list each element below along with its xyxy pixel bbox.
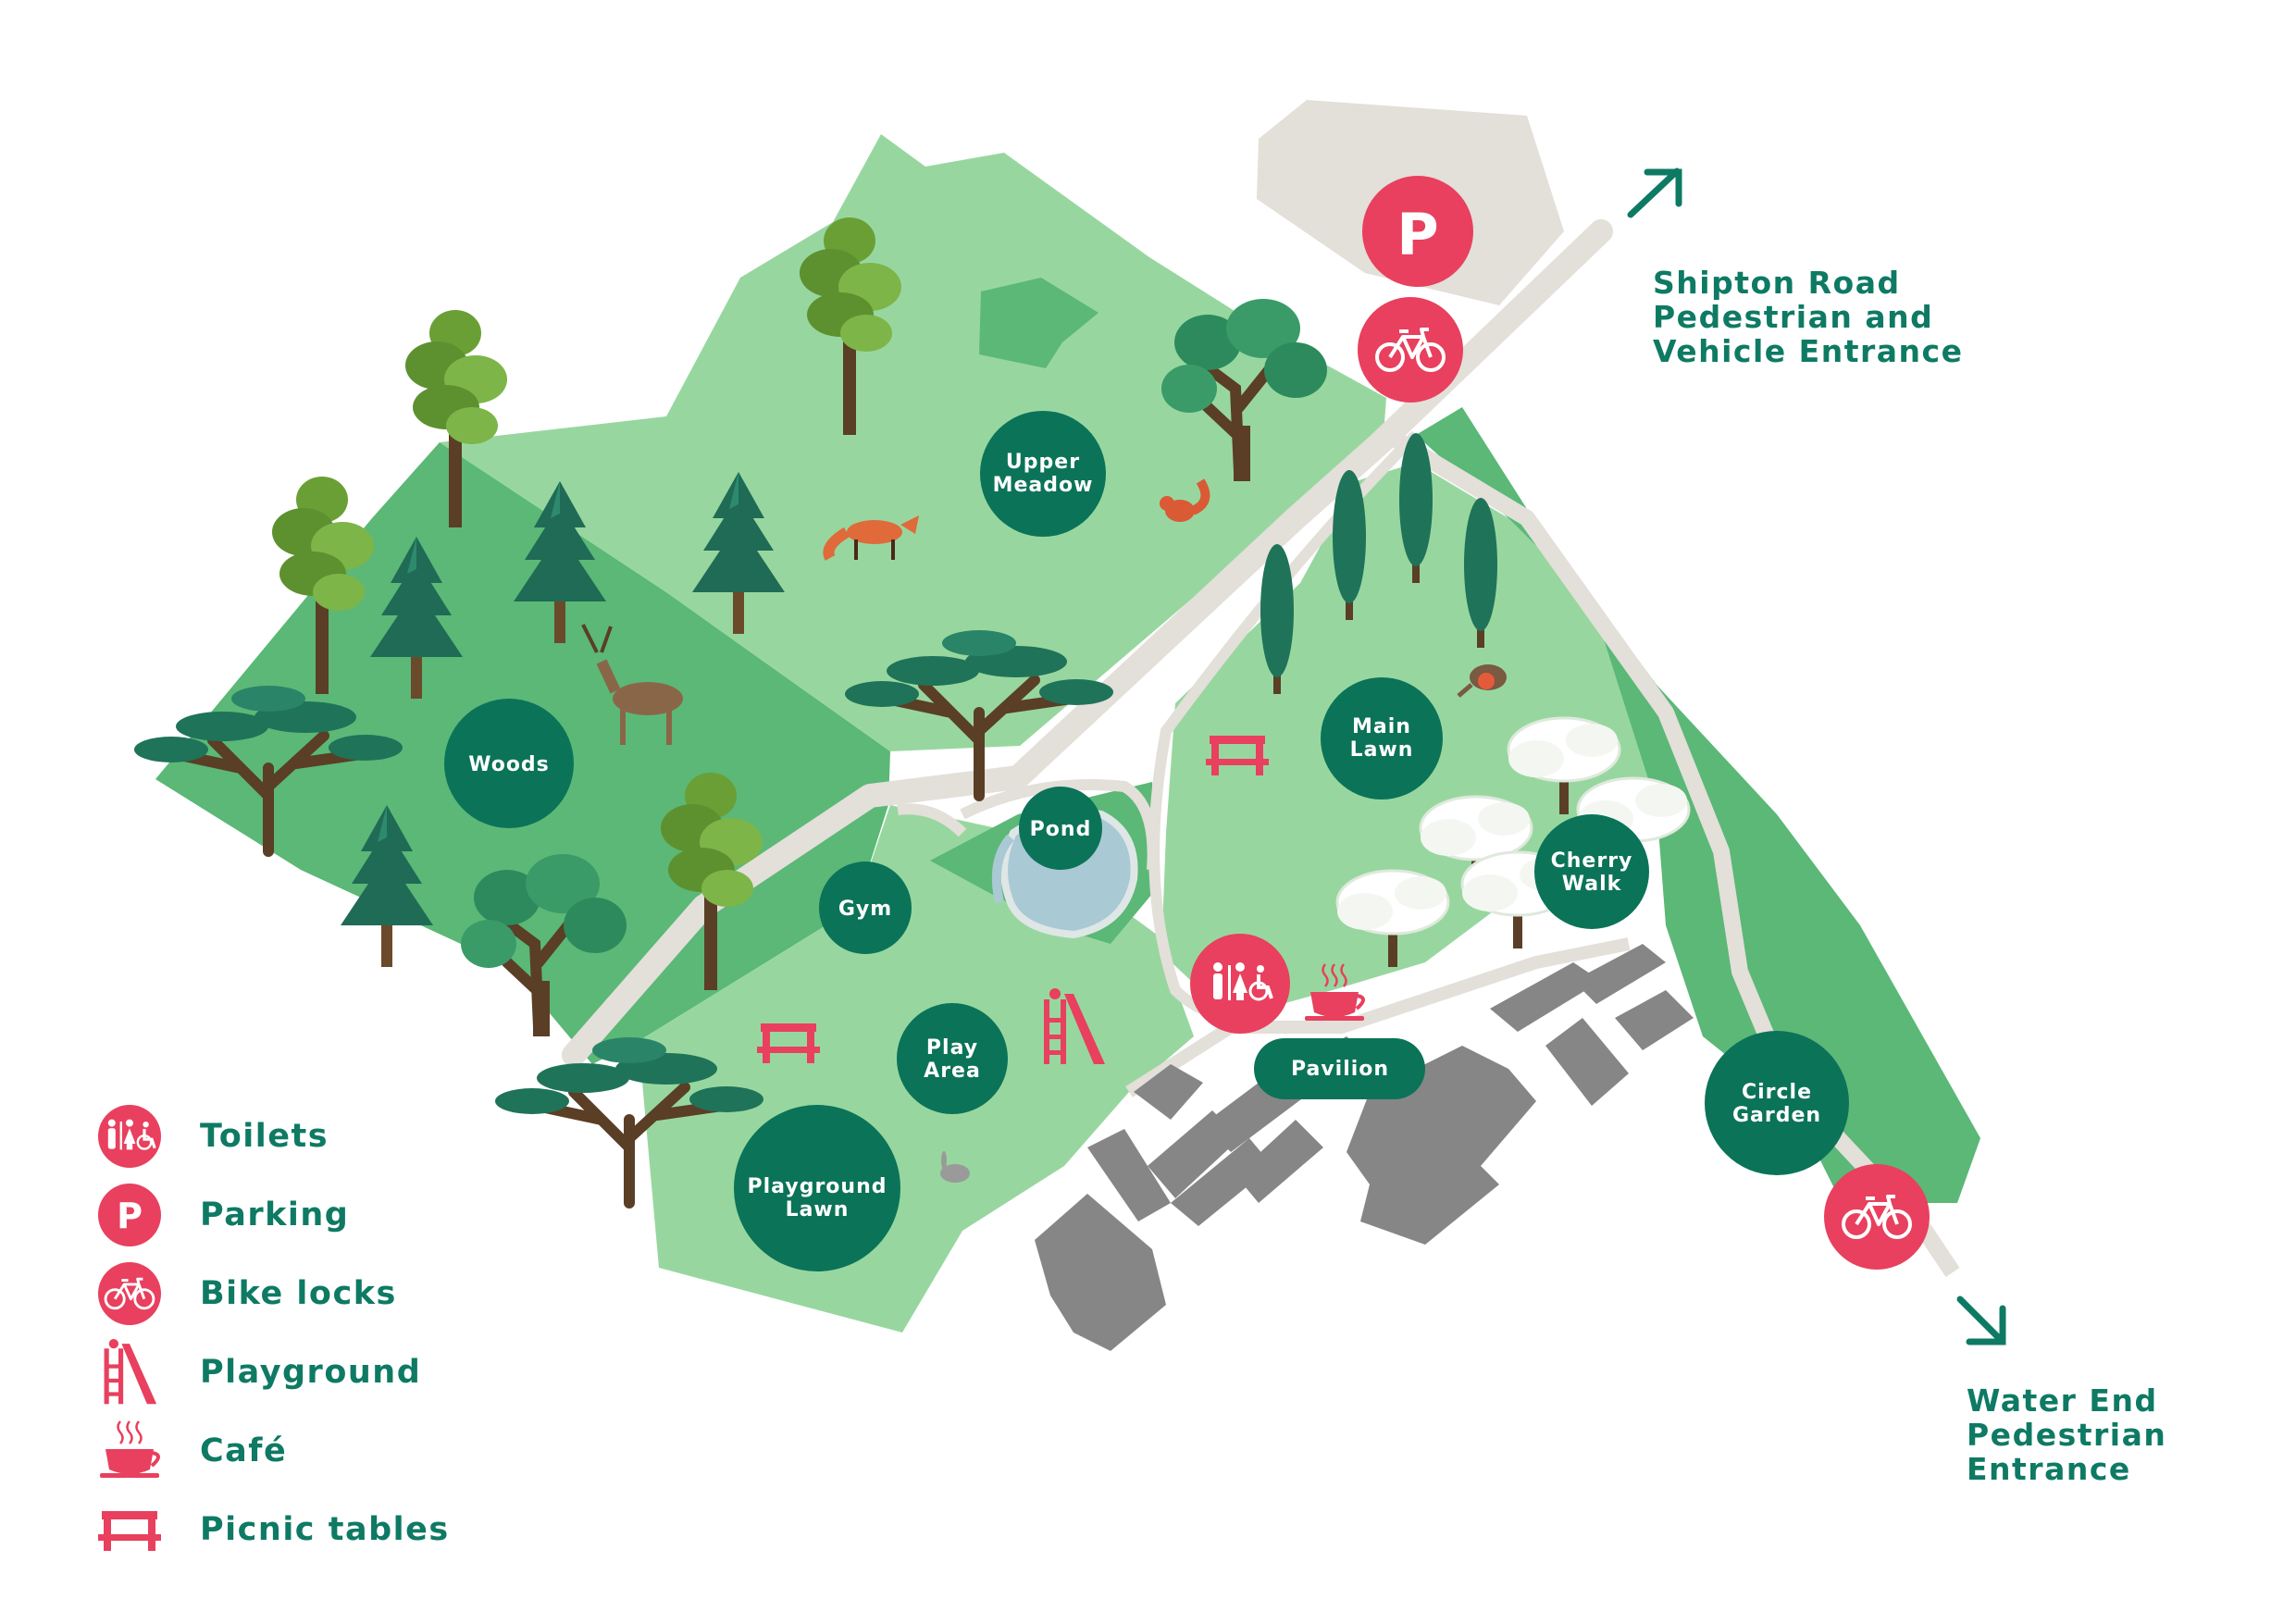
area-play-area[interactable]: Play Area	[897, 1003, 1008, 1114]
parking-marker-letter: P	[1396, 201, 1438, 268]
area-cherry-walk-label-2: Walk	[1562, 873, 1622, 896]
area-pavilion[interactable]: Pavilion	[1254, 1038, 1425, 1099]
rabbit-icon	[940, 1151, 970, 1183]
north-entrance-line-1: Shipton Road	[1653, 265, 1901, 301]
bike-locks-marker-south[interactable]	[1824, 1164, 1930, 1270]
parking-marker[interactable]: P	[1362, 176, 1473, 287]
area-cherry-walk[interactable]: Cherry Walk	[1534, 814, 1649, 929]
legend-label-playground: Playground	[200, 1353, 422, 1391]
area-pond-label: Pond	[1030, 818, 1092, 841]
fox-icon	[823, 515, 919, 561]
area-pond[interactable]: Pond	[1019, 787, 1102, 870]
legend-item-playground: Playground	[96, 1333, 450, 1411]
legend-item-picnic-tables: Picnic tables	[96, 1490, 450, 1568]
area-playground-lawn-label-2: Lawn	[786, 1198, 850, 1221]
south-entrance-label: Water End Pedestrian Entrance	[1967, 1383, 2166, 1486]
area-upper-meadow-label-2: Meadow	[993, 474, 1094, 497]
legend-item-parking: P Parking	[96, 1175, 450, 1254]
legend-parking-letter: P	[117, 1196, 143, 1236]
bike-icon	[96, 1260, 163, 1327]
area-playground-lawn[interactable]: Playground Lawn	[734, 1105, 900, 1271]
main-path	[562, 219, 1613, 1067]
legend-item-bike-locks: Bike locks	[96, 1254, 450, 1333]
map-legend: Toilets P Parking Bike locks Playground …	[96, 1097, 450, 1568]
pond-stream	[991, 834, 1014, 904]
area-woods[interactable]: Woods	[444, 699, 574, 828]
south-entrance-arrow-icon	[1956, 1295, 2006, 1345]
area-cherry-walk-label-1: Cherry	[1551, 849, 1633, 873]
squirrel-icon	[1160, 478, 1210, 522]
meadow-patch	[979, 278, 1098, 368]
area-circle-garden-label-2: Garden	[1732, 1104, 1821, 1127]
area-circle-garden[interactable]: Circle Garden	[1705, 1031, 1849, 1175]
north-entrance-line-2: Pedestrian and	[1653, 299, 1934, 335]
area-main-lawn-label-1: Main	[1352, 715, 1411, 738]
area-woods-label: Woods	[468, 753, 550, 776]
south-entrance-line-3: Entrance	[1967, 1451, 2131, 1487]
legend-label-parking: Parking	[200, 1196, 350, 1233]
picnic-table-icon	[96, 1496, 163, 1563]
legend-label-toilets: Toilets	[200, 1117, 329, 1155]
area-upper-meadow[interactable]: Upper Meadow	[980, 411, 1106, 537]
area-play-area-label-2: Area	[924, 1060, 981, 1083]
legend-item-cafe: Café	[96, 1411, 450, 1490]
north-entrance-line-3: Vehicle Entrance	[1653, 333, 1964, 369]
toilets-marker[interactable]	[1190, 934, 1290, 1034]
area-playground-lawn-label-1: Playground	[748, 1175, 887, 1198]
area-gym[interactable]: Gym	[819, 862, 912, 954]
pavilion-path	[1125, 937, 1631, 1097]
area-play-area-label-1: Play	[926, 1036, 978, 1060]
area-pavilion-label: Pavilion	[1291, 1058, 1389, 1081]
robin-icon	[1457, 664, 1507, 698]
playground-slide-icon	[96, 1338, 163, 1406]
south-entrance-line-2: Pedestrian	[1967, 1417, 2167, 1453]
legend-label-cafe: Café	[200, 1432, 288, 1469]
area-circle-garden-label-1: Circle	[1742, 1081, 1812, 1104]
north-entrance-arrow-icon	[1627, 167, 1682, 218]
gym-path	[897, 803, 967, 837]
toilets-icon	[96, 1103, 163, 1170]
upper-meadow-area	[440, 134, 1386, 751]
area-main-lawn[interactable]: Main Lawn	[1321, 677, 1443, 800]
buildings	[1035, 944, 1694, 1351]
legend-label-bike-locks: Bike locks	[200, 1274, 397, 1312]
parking-icon: P	[96, 1182, 163, 1248]
north-entrance-label: Shipton Road Pedestrian and Vehicle Entr…	[1653, 266, 1963, 368]
legend-item-toilets: Toilets	[96, 1097, 450, 1175]
area-main-lawn-label-2: Lawn	[1350, 738, 1414, 762]
legend-label-picnic-tables: Picnic tables	[200, 1510, 450, 1548]
deer-icon	[581, 624, 683, 745]
cafe-cup-icon	[96, 1418, 163, 1484]
bike-locks-marker-north[interactable]	[1358, 297, 1463, 403]
area-gym-label: Gym	[838, 898, 892, 921]
pond-path	[960, 779, 1159, 871]
south-entrance-line-1: Water End	[1967, 1382, 2158, 1419]
area-upper-meadow-label-1: Upper	[1006, 451, 1080, 474]
